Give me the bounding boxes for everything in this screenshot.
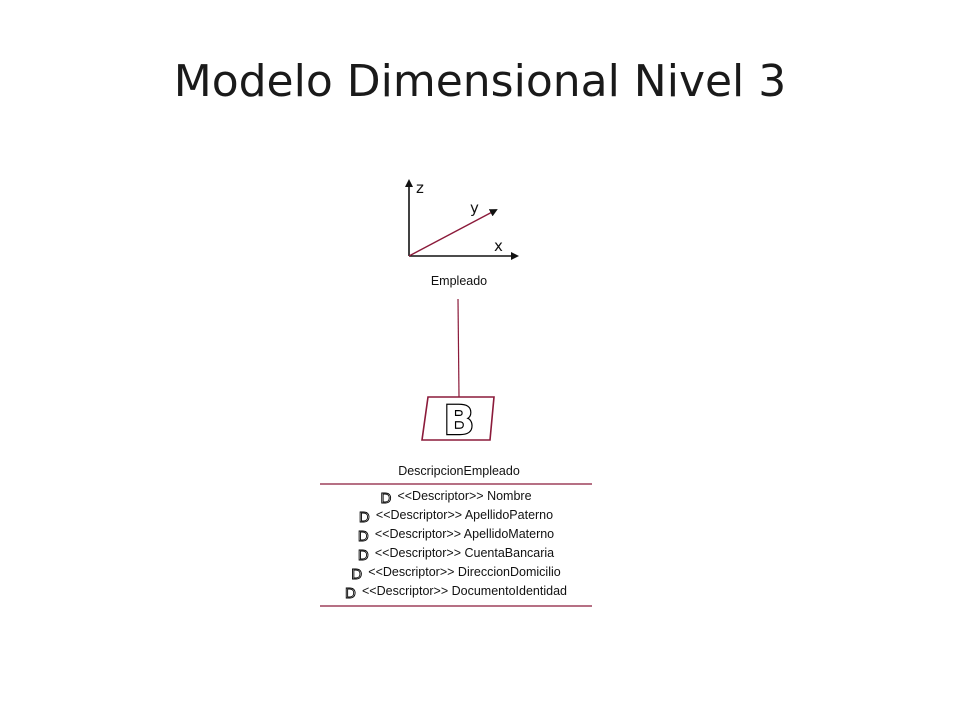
attribute-row: <<Descriptor>> CuentaBancaria D xyxy=(357,546,554,564)
z-axis-label: z xyxy=(416,179,424,197)
attribute-label: <<Descriptor>> ApellidoPaterno xyxy=(376,508,553,522)
attribute-row: <<Descriptor>> ApellidoMaterno D xyxy=(357,527,554,545)
badge-frame xyxy=(421,396,495,441)
attribute-label: <<Descriptor>> DireccionDomicilio xyxy=(368,565,560,579)
badge-letter: B xyxy=(444,398,475,444)
descriptor-icon: D xyxy=(351,566,362,583)
descriptor-icon: D xyxy=(345,585,356,602)
attribute-label: <<Descriptor>> Nombre xyxy=(397,489,531,503)
dimension-connector xyxy=(457,298,460,398)
dimension-name: Empleado xyxy=(431,274,487,288)
descriptor-icon: D xyxy=(359,509,370,526)
x-axis-label: x xyxy=(494,237,503,255)
attribute-row: <<Descriptor>> ApellidoPaterno D xyxy=(358,508,553,526)
entity-name: DescripcionEmpleado xyxy=(398,464,520,478)
attribute-label: <<Descriptor>> CuentaBancaria xyxy=(375,546,554,560)
y-axis xyxy=(408,209,498,257)
descriptor-icon: D xyxy=(358,547,369,564)
attribute-label: <<Descriptor>> ApellidoMaterno xyxy=(375,527,554,541)
attribute-row: <<Descriptor>> Nombre D xyxy=(380,489,532,507)
descriptor-icon: D xyxy=(358,528,369,545)
attribute-row: <<Descriptor>> DocumentoIdentidad D xyxy=(345,584,567,602)
dimension-axes-icon: z y x xyxy=(405,179,519,260)
base-level-badge: B xyxy=(421,396,495,445)
descriptor-icon: D xyxy=(380,490,391,507)
y-axis-label: y xyxy=(470,199,479,217)
slide-title: Modelo Dimensional Nivel 3 xyxy=(173,56,787,107)
attribute-label: <<Descriptor>> DocumentoIdentidad xyxy=(362,584,567,598)
attribute-row: <<Descriptor>> DireccionDomicilio D xyxy=(351,565,561,583)
